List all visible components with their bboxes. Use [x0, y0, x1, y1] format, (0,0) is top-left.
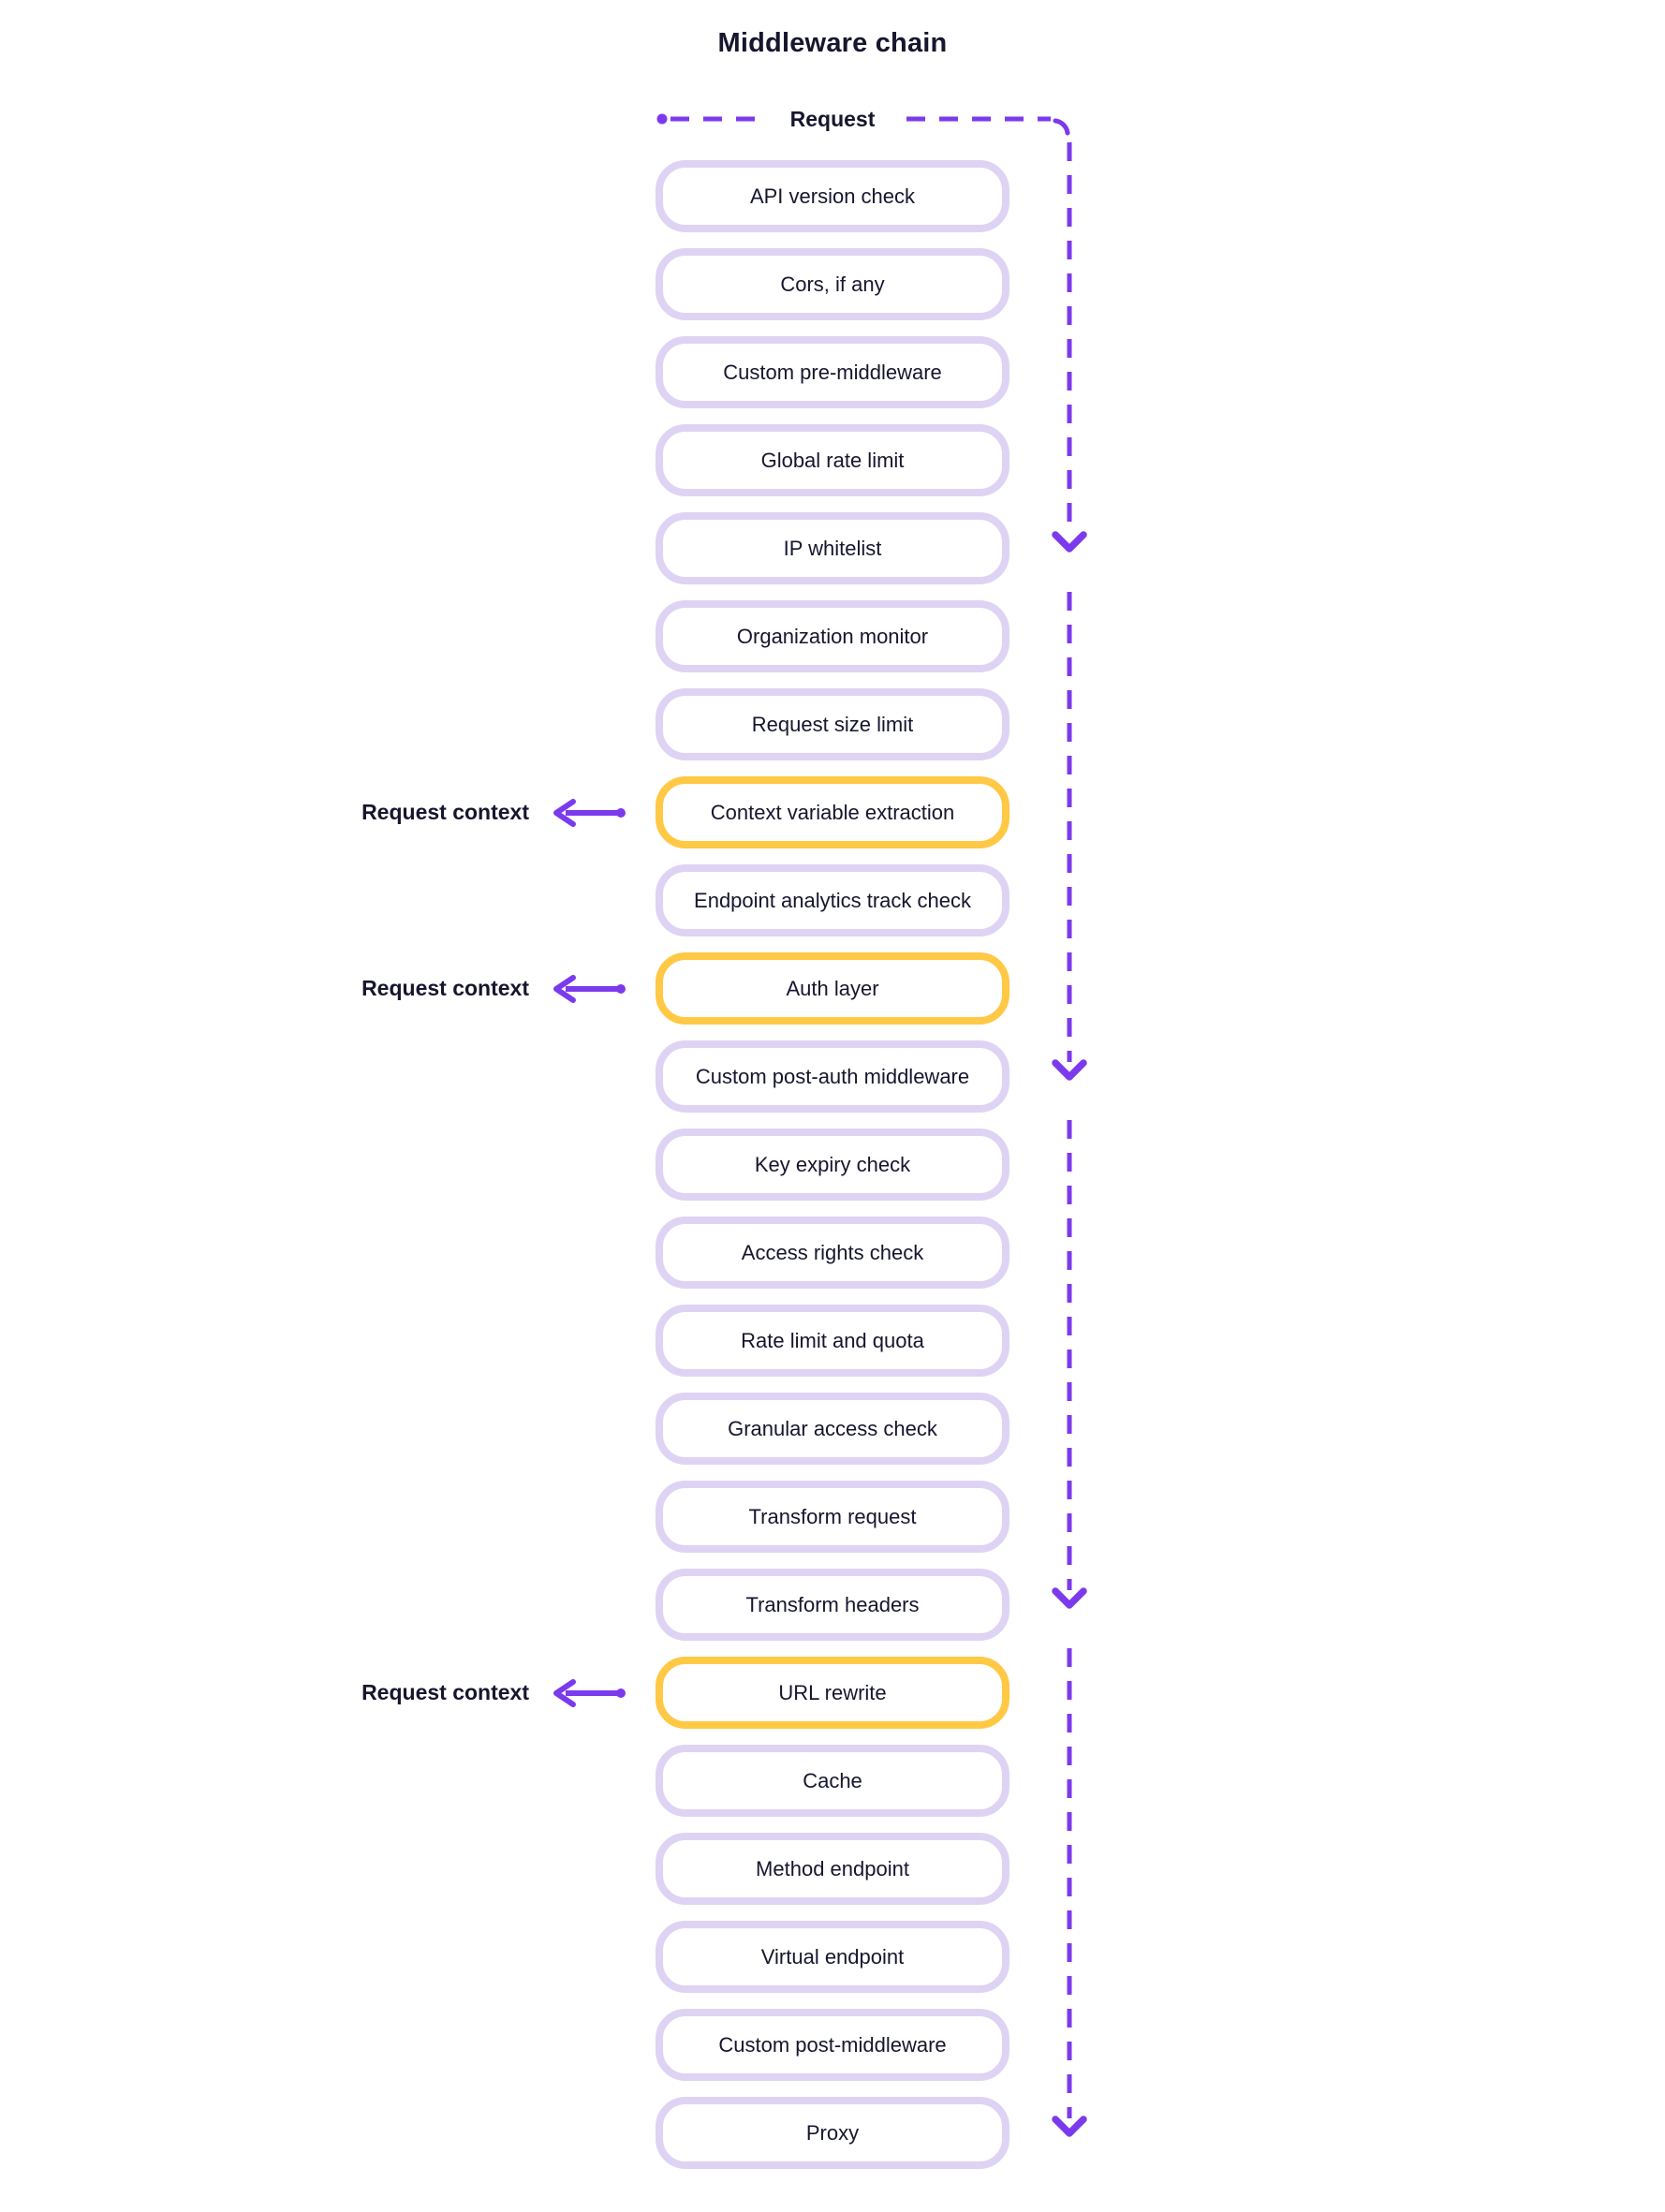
middleware-box-custom-post-middleware: Custom post-middleware — [656, 2009, 1009, 2081]
arrow-left-icon — [553, 1679, 576, 1707]
page-title: Middleware chain — [717, 28, 948, 58]
middleware-box-context-variable-extraction: Context variable extraction — [656, 776, 1009, 848]
request-label: Request — [789, 107, 876, 131]
middleware-box-key-expiry-check: Key expiry check — [656, 1128, 1009, 1201]
chevron-down-icon — [1052, 1587, 1087, 1609]
middleware-box-rate-limit-and-quota: Rate limit and quota — [656, 1305, 1009, 1377]
middleware-box-method-endpoint: Method endpoint — [656, 1833, 1009, 1905]
request-line-corner — [1053, 118, 1070, 136]
middleware-box-cache: Cache — [656, 1745, 1009, 1817]
middleware-box-ip-whitelist: IP whitelist — [656, 512, 1009, 584]
middleware-box-organization-monitor: Organization monitor — [656, 600, 1009, 672]
middleware-box-request-size-limit: Request size limit — [656, 688, 1009, 760]
middleware-box-access-rights-check: Access rights check — [656, 1217, 1009, 1289]
middleware-box-custom-post-auth-middleware: Custom post-auth middleware — [656, 1040, 1009, 1113]
middleware-box-proxy: Proxy — [656, 2097, 1009, 2169]
middleware-box-auth-layer: Auth layer — [656, 952, 1009, 1025]
middleware-box-granular-access-check: Granular access check — [656, 1393, 1009, 1465]
middleware-box-endpoint-analytics-track-check: Endpoint analytics track check — [656, 864, 1009, 936]
request-context-label-3: Request context — [361, 1680, 529, 1704]
middleware-box-transform-headers: Transform headers — [656, 1569, 1009, 1641]
arrow-left-icon — [553, 799, 576, 827]
middleware-box-url-rewrite: URL rewrite — [656, 1657, 1009, 1729]
middleware-box-custom-pre-middleware: Custom pre-middleware — [656, 336, 1009, 408]
middleware-box-global-rate-limit: Global rate limit — [656, 424, 1009, 496]
context-arrow-3 — [553, 1679, 626, 1707]
arrow-left-icon — [553, 975, 576, 1003]
context-arrow-2 — [553, 975, 626, 1003]
middleware-box-api-version-check: API version check — [656, 160, 1009, 232]
context-arrow-1 — [553, 799, 626, 827]
middleware-box-transform-request: Transform request — [656, 1481, 1009, 1553]
request-context-label-2: Request context — [361, 976, 529, 1000]
request-start-dot — [656, 113, 668, 125]
request-context-label-1: Request context — [361, 800, 529, 824]
middleware-box-cors-if-any: Cors, if any — [656, 248, 1009, 320]
chevron-down-icon — [1052, 2116, 1087, 2137]
chevron-down-icon — [1052, 531, 1087, 553]
middleware-box-virtual-endpoint: Virtual endpoint — [656, 1921, 1009, 1993]
chevron-down-icon — [1052, 1059, 1087, 1081]
